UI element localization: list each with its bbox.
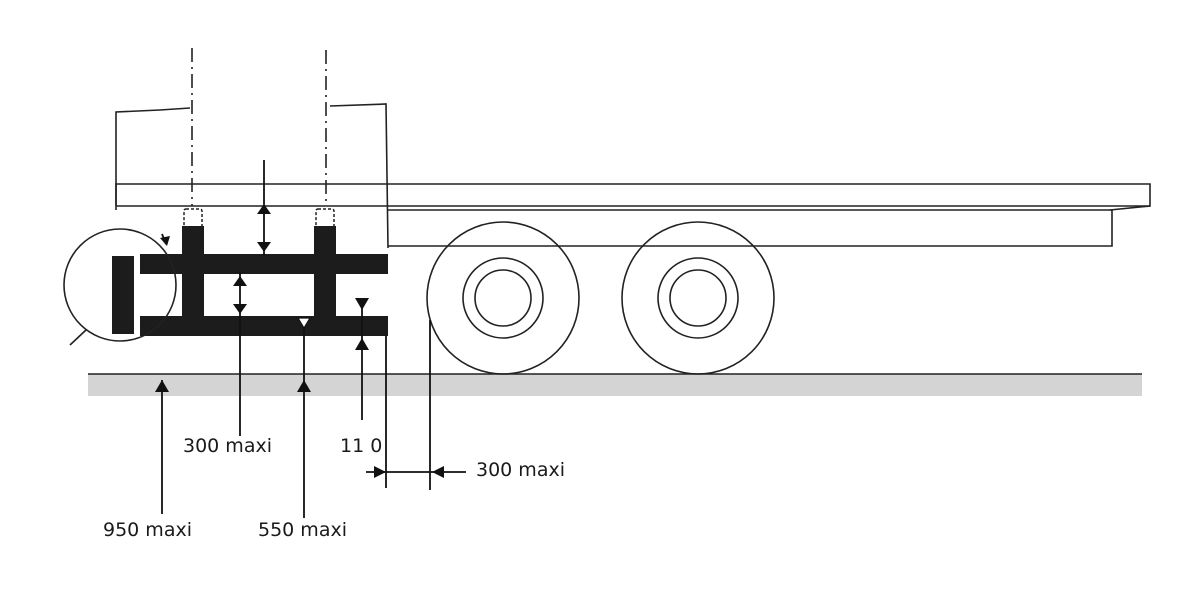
small-marker bbox=[296, 317, 312, 330]
detail-leader-line bbox=[69, 329, 87, 346]
dim-arrow-550 bbox=[296, 317, 312, 518]
trailer-deck bbox=[115, 183, 1151, 211]
label-550-maxi: 550 maxi bbox=[258, 519, 347, 541]
detail-bumper-section bbox=[112, 256, 134, 334]
guard-left-post bbox=[182, 226, 204, 336]
guard-lower-rail bbox=[140, 316, 388, 336]
wheel-front bbox=[426, 221, 580, 375]
ground-strip bbox=[88, 374, 1142, 396]
label-110: 11 0 bbox=[340, 435, 383, 457]
guard-upper-rail bbox=[140, 254, 388, 274]
dim-arrow-upper-gap bbox=[257, 160, 271, 256]
label-950-maxi: 950 maxi bbox=[103, 519, 192, 541]
label-300-maxi-vertical: 300 maxi bbox=[183, 435, 272, 457]
detail-circle bbox=[63, 228, 177, 342]
dim-arrow-300-vertical bbox=[233, 272, 247, 436]
label-300-maxi-horizontal: 300 maxi bbox=[476, 459, 565, 481]
dim-arrow-300-horizontal bbox=[366, 320, 466, 490]
trailer-chassis bbox=[388, 209, 1113, 247]
dim-arrow-110 bbox=[355, 298, 369, 420]
wheel-rear bbox=[621, 221, 775, 375]
dim-arrow-950 bbox=[155, 233, 170, 514]
truck-body-outline bbox=[115, 103, 389, 249]
guard-right-post bbox=[314, 226, 336, 336]
